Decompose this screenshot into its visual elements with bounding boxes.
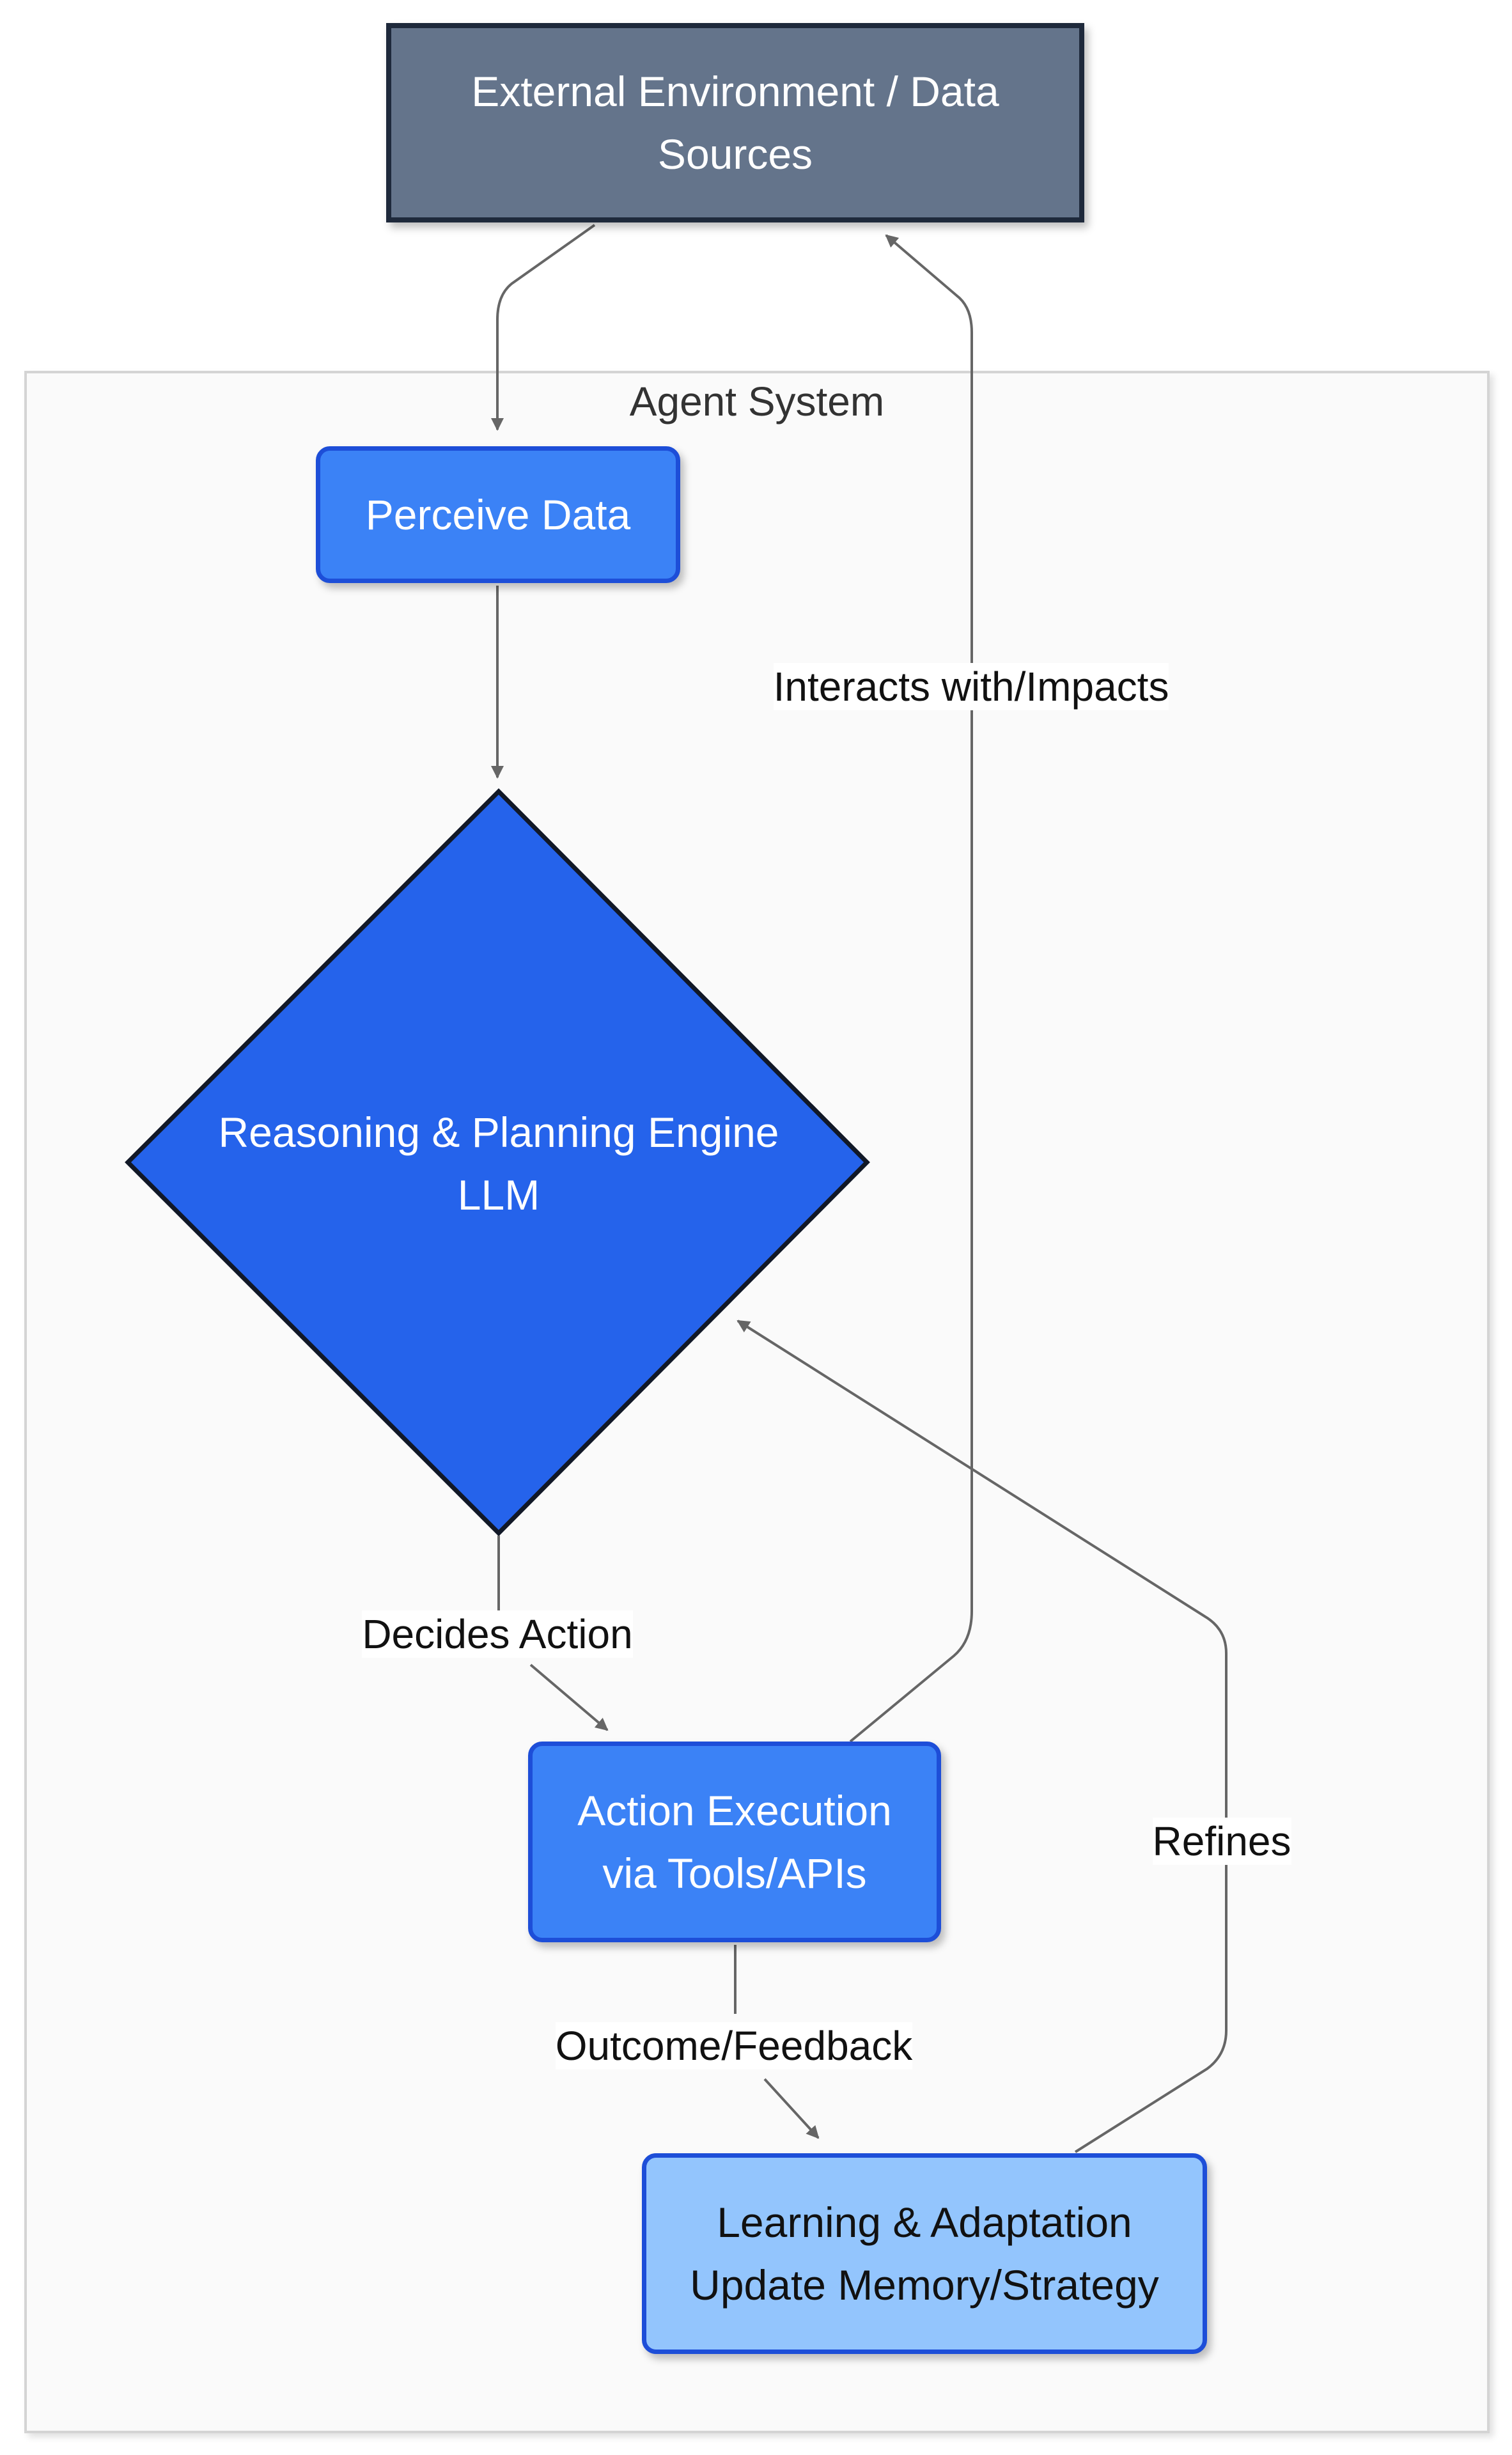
edge-reasoning-to-action	[497, 1536, 607, 1730]
edge-label-refines-text: Refines	[1152, 1818, 1291, 1865]
edge-action-to-learning	[734, 1945, 818, 2138]
reasoning-diamond[interactable]	[125, 788, 870, 1536]
agent-system-cluster	[24, 371, 1490, 2433]
reasoning-engine-label: Reasoning & Planning Engine LLM	[218, 1109, 779, 1219]
edge-label-refines: Refines	[1138, 1809, 1305, 1873]
action-execution-label: Action Execution via Tools/APIs	[577, 1787, 892, 1897]
learning-adaptation-node[interactable]: Learning & Adaptation Update Memory/Stra…	[642, 2153, 1207, 2354]
edge-label-interacts-text: Interacts with/Impacts	[773, 663, 1169, 710]
action-execution-node[interactable]: Action Execution via Tools/APIs	[528, 1742, 941, 1942]
edge-label-decides: Decides Action	[343, 1602, 652, 1666]
perceive-data-label: Perceive Data	[365, 491, 631, 538]
edge-label-decides-text: Decides Action	[362, 1610, 633, 1658]
learning-adaptation-label: Learning & Adaptation Update Memory/Stra…	[690, 2199, 1159, 2309]
edge-label-outcome-text: Outcome/Feedback	[555, 2022, 913, 2069]
cluster-label: Agent System	[24, 376, 1490, 427]
edge-label-outcome: Outcome/Feedback	[541, 2014, 927, 2078]
perceive-data-node[interactable]: Perceive Data	[316, 446, 680, 583]
external-environment-node[interactable]: External Environment / Data Sources	[386, 23, 1084, 222]
edge-external-to-perceive	[491, 224, 596, 431]
external-environment-label: External Environment / Data Sources	[471, 68, 999, 178]
edge-label-interacts: Interacts with/Impacts	[765, 655, 1178, 719]
cluster-label-text: Agent System	[629, 378, 885, 425]
edge-action-to-external	[849, 234, 973, 1743]
